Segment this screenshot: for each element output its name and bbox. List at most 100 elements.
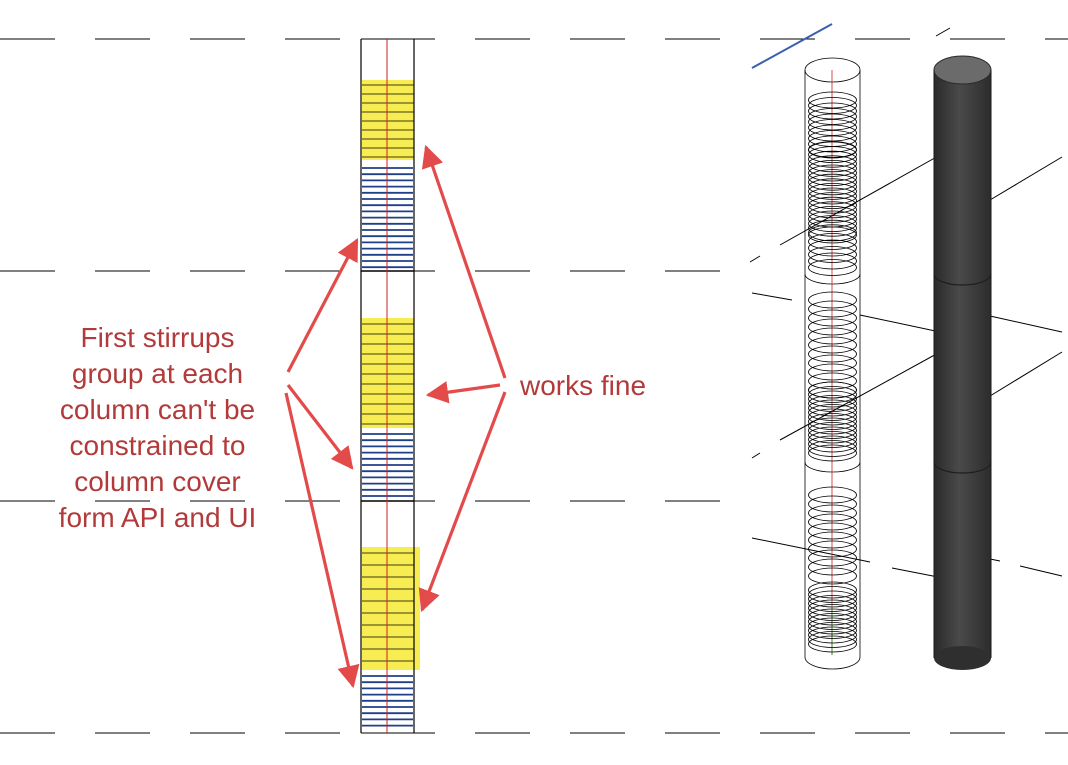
- annotation-line: column can't be: [59, 394, 256, 425]
- grid-line-3d: [751, 452, 761, 459]
- spiral-stirrup-ring: [808, 635, 857, 653]
- spiral-stirrup-ring: [808, 97, 857, 114]
- spiral-stirrup-ring: [808, 336, 857, 354]
- solid-column-base: [934, 646, 991, 670]
- spiral-stirrup-ring: [808, 141, 857, 159]
- spiral-stirrup-ring: [808, 431, 857, 448]
- spiral-stirrup-ring: [808, 386, 857, 403]
- spiral-stirrup-ring: [808, 102, 857, 120]
- spiral-stirrup-ring: [808, 113, 857, 131]
- spiral-stirrup-ring: [808, 239, 857, 257]
- spiral-stirrup-ring: [808, 146, 857, 164]
- spiral-stirrup-ring: [808, 219, 857, 237]
- spiral-stirrup-ring: [808, 196, 857, 214]
- spiral-stirrup-ring: [808, 426, 857, 444]
- solid-column-joint: [933, 461, 992, 474]
- constrained-zone-2: [362, 318, 414, 428]
- arrow-right-to-middle: [425, 381, 501, 404]
- spiral-stirrups-3d: [808, 91, 857, 653]
- spiral-stirrup-ring: [808, 595, 857, 612]
- spiral-stirrup-ring: [808, 581, 857, 599]
- spiral-stirrup-ring: [808, 354, 857, 372]
- spiral-stirrup-ring: [808, 417, 857, 435]
- arrow-right-to-bottom: [418, 391, 507, 613]
- spiral-stirrup-ring: [808, 226, 857, 244]
- constrained-zone-3: [362, 547, 420, 670]
- spiral-stirrup-ring: [808, 444, 857, 462]
- view-edge-line: [751, 23, 833, 69]
- spiral-stirrup-ring: [808, 504, 857, 522]
- spiral-stirrup-ring: [808, 404, 857, 421]
- grid-lines-3d: [749, 154, 1063, 578]
- spiral-stirrup-ring: [808, 215, 857, 233]
- spiral-stirrup-ring: [808, 327, 857, 345]
- spiral-stirrup-ring: [808, 178, 857, 196]
- grid-line-3d: [989, 351, 1063, 397]
- spiral-stirrup-ring: [808, 590, 857, 608]
- spiral-stirrup-ring: [808, 613, 857, 630]
- spiral-stirrup-ring: [808, 399, 857, 417]
- arrow-left-to-middle: [286, 384, 354, 470]
- grid-line-3d: [749, 255, 761, 263]
- grid-line-3d: [751, 537, 871, 563]
- spiral-stirrup-ring: [808, 159, 857, 177]
- solid-column-joint: [933, 273, 992, 286]
- annotation-constraint-issue: First stirrups group at each column can'…: [30, 320, 285, 536]
- spiral-stirrup-ring: [808, 108, 857, 125]
- spiral-stirrup-ring: [808, 495, 857, 513]
- spiral-stirrup-ring: [808, 164, 857, 182]
- annotation-line: column cover: [74, 466, 241, 497]
- grid-line-3d: [989, 315, 1063, 333]
- solid-column-cap: [933, 55, 992, 85]
- column-3d-joint: [804, 461, 861, 473]
- spiral-stirrup-ring: [808, 363, 857, 381]
- spiral-stirrup-ring: [808, 150, 857, 168]
- spiral-stirrup-ring: [808, 608, 857, 626]
- spiral-stirrup-ring: [808, 604, 857, 621]
- spiral-stirrup-ring: [808, 513, 857, 531]
- spiral-stirrup-ring: [808, 617, 857, 635]
- spiral-stirrup-ring: [808, 252, 857, 270]
- spiral-stirrup-ring: [808, 413, 857, 430]
- spiral-stirrup-ring: [808, 372, 857, 390]
- spiral-stirrup-ring: [808, 300, 857, 318]
- spiral-stirrup-ring: [808, 422, 857, 439]
- spiral-stirrup-ring: [808, 173, 857, 191]
- spiral-stirrup-ring: [808, 631, 857, 648]
- spiral-stirrup-ring: [808, 626, 857, 644]
- grid-line-3d: [989, 558, 1001, 562]
- spiral-stirrup-ring: [808, 192, 857, 210]
- spiral-stirrup-ring: [808, 345, 857, 363]
- solid-column-body: [934, 70, 991, 658]
- spiral-stirrup-ring: [808, 119, 857, 136]
- grid-line-3d: [751, 292, 793, 301]
- spiral-stirrup-ring: [808, 486, 857, 504]
- arrow-left-to-bottom: [284, 392, 360, 689]
- grid-line-3d: [891, 567, 939, 578]
- annotation-line: constrained to: [69, 430, 246, 461]
- spiral-stirrup-ring: [808, 622, 857, 639]
- spiral-stirrup-ring: [808, 291, 857, 309]
- spiral-stirrup-ring: [808, 435, 857, 453]
- spiral-stirrup-ring: [808, 522, 857, 540]
- spiral-stirrup-ring: [808, 135, 857, 153]
- transparent-column-3d: [804, 57, 861, 670]
- spiral-stirrup-ring: [808, 395, 857, 412]
- column-3d-bottom: [804, 656, 861, 670]
- spiral-stirrup-ring: [808, 224, 857, 242]
- spiral-stirrup-ring: [808, 549, 857, 567]
- constrained-zone-1: [362, 80, 414, 160]
- spiral-stirrup-ring: [808, 586, 857, 603]
- annotation-line: group at each: [71, 358, 244, 389]
- spiral-stirrup-ring: [808, 246, 857, 263]
- annotation-arrows: [284, 144, 507, 689]
- grid-line-3d: [989, 156, 1063, 201]
- spiral-stirrup-ring: [808, 124, 857, 142]
- spiral-stirrup-ring: [808, 169, 857, 187]
- column-3d-joint: [804, 273, 861, 285]
- grid-line-3d: [859, 314, 941, 333]
- annotation-works-fine: works fine: [520, 370, 647, 401]
- spiral-stirrup-ring: [808, 567, 857, 585]
- spiral-stirrup-ring: [808, 155, 857, 173]
- solid-column-3d: [933, 55, 992, 670]
